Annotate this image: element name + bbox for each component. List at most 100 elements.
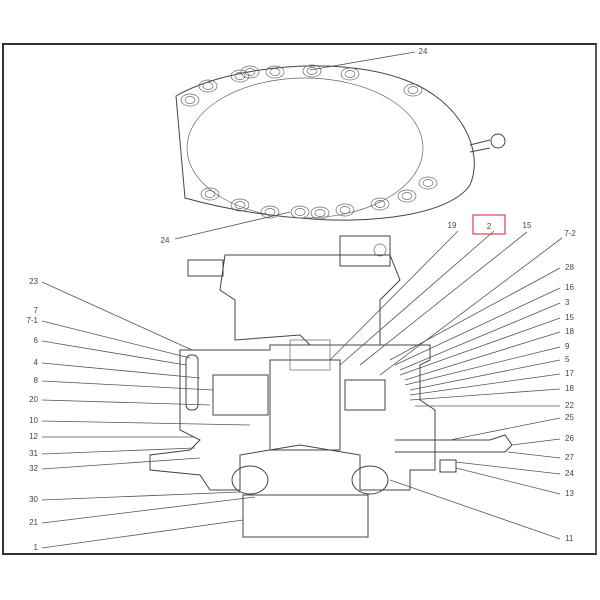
part-label: 24 <box>419 47 428 56</box>
bolt-hole-inner <box>314 209 326 217</box>
leader-line <box>409 359 561 391</box>
bolt-hole-inner <box>264 208 276 216</box>
leader-line <box>379 237 563 376</box>
leader-lines <box>41 51 563 549</box>
bolt-hole <box>418 176 438 190</box>
leader-line <box>41 281 193 351</box>
bolt-hole-inner <box>306 67 318 75</box>
part-label: 9 <box>565 342 570 351</box>
leader-line <box>41 491 241 501</box>
leader-line <box>404 331 561 381</box>
leader-line <box>41 320 191 359</box>
leader-line <box>309 51 416 71</box>
bolt-hole <box>290 205 310 219</box>
part-label: 20 <box>29 395 38 404</box>
motor-assembly <box>149 235 513 538</box>
leader-line <box>399 317 561 376</box>
part-label: 7-1 <box>26 316 38 325</box>
bolt-hole <box>265 65 285 79</box>
bolt-hole-inner <box>422 179 434 187</box>
leader-line <box>41 362 201 379</box>
leader-line <box>329 230 459 361</box>
leader-line <box>511 438 561 446</box>
bolt-hole <box>340 67 360 81</box>
bolt-hole-inner <box>204 190 216 198</box>
bolt-hole <box>397 189 417 203</box>
leader-line <box>409 373 561 396</box>
part-label: 19 <box>448 221 457 230</box>
leader-line <box>389 267 561 361</box>
part-label: 8 <box>34 376 39 385</box>
part-label: 17 <box>565 369 574 378</box>
leader-line <box>449 417 561 441</box>
leader-line <box>399 302 561 371</box>
bolt-hole <box>370 197 390 211</box>
bolt-hole-inner <box>294 208 306 216</box>
part-label: 11 <box>565 534 574 543</box>
part-label: 31 <box>29 449 38 458</box>
leader-line <box>394 287 561 366</box>
part-label: 23 <box>29 277 38 286</box>
leader-line <box>41 399 211 406</box>
part-label: 16 <box>565 283 574 292</box>
part-label: 3 <box>565 298 570 307</box>
bolt-hole <box>403 83 423 97</box>
bolt-hole <box>302 64 322 78</box>
bolt-hole-inner <box>244 68 256 76</box>
part-label: 4 <box>34 358 39 367</box>
part-label: 32 <box>29 464 38 473</box>
bolt-hole-inner <box>184 96 196 104</box>
flange-bolt-holes <box>180 64 438 220</box>
part-label: 1 <box>34 543 39 552</box>
bolt-hole-inner <box>234 72 246 80</box>
part-label: 15 <box>523 221 532 230</box>
leader-line <box>389 479 561 540</box>
leader-line <box>41 340 187 366</box>
bolt-hole-inner <box>374 200 386 208</box>
leader-line <box>359 231 528 366</box>
part-label: 28 <box>565 263 574 272</box>
part-label: 7 <box>34 306 39 315</box>
bolt-hole-inner <box>269 68 281 76</box>
leader-line <box>174 211 291 240</box>
bolt-hole <box>180 93 200 107</box>
part-label: 5 <box>565 355 570 364</box>
bolt-hole-inner <box>407 86 419 94</box>
leader-line <box>41 447 196 455</box>
part-label: 22 <box>565 401 574 410</box>
part-label: 18 <box>565 327 574 336</box>
leader-line <box>455 467 561 495</box>
bolt-hole-inner <box>339 206 351 214</box>
leader-line <box>409 388 561 401</box>
bolt-hole <box>260 205 280 219</box>
part-label: 7-2 <box>564 229 576 238</box>
part-label: 27 <box>565 453 574 462</box>
part-label: 10 <box>29 416 38 425</box>
bolt-hole <box>240 65 260 79</box>
bolt-hole-inner <box>202 82 214 90</box>
part-label: 25 <box>565 413 574 422</box>
flange-view <box>175 65 506 221</box>
bolt-hole <box>230 198 250 212</box>
bolt-hole <box>310 206 330 220</box>
leader-line <box>339 230 495 366</box>
leader-line <box>41 519 244 549</box>
bolt-hole <box>335 203 355 217</box>
part-label: 6 <box>34 336 39 345</box>
bolt-hole <box>198 79 218 93</box>
part-label: 26 <box>565 434 574 443</box>
leader-line <box>507 451 561 459</box>
bolt-hole-inner <box>401 192 413 200</box>
part-label: 15 <box>565 313 574 322</box>
highlight-box <box>472 214 506 235</box>
part-label: 2 <box>487 222 492 231</box>
part-label: 13 <box>565 489 574 498</box>
leader-line <box>41 380 214 391</box>
part-label: 24 <box>565 469 574 478</box>
bolt-hole <box>200 187 220 201</box>
part-label: 24 <box>161 236 170 245</box>
bolt-hole-inner <box>234 201 246 209</box>
diagram-frame <box>2 43 597 555</box>
leader-line <box>41 457 201 470</box>
